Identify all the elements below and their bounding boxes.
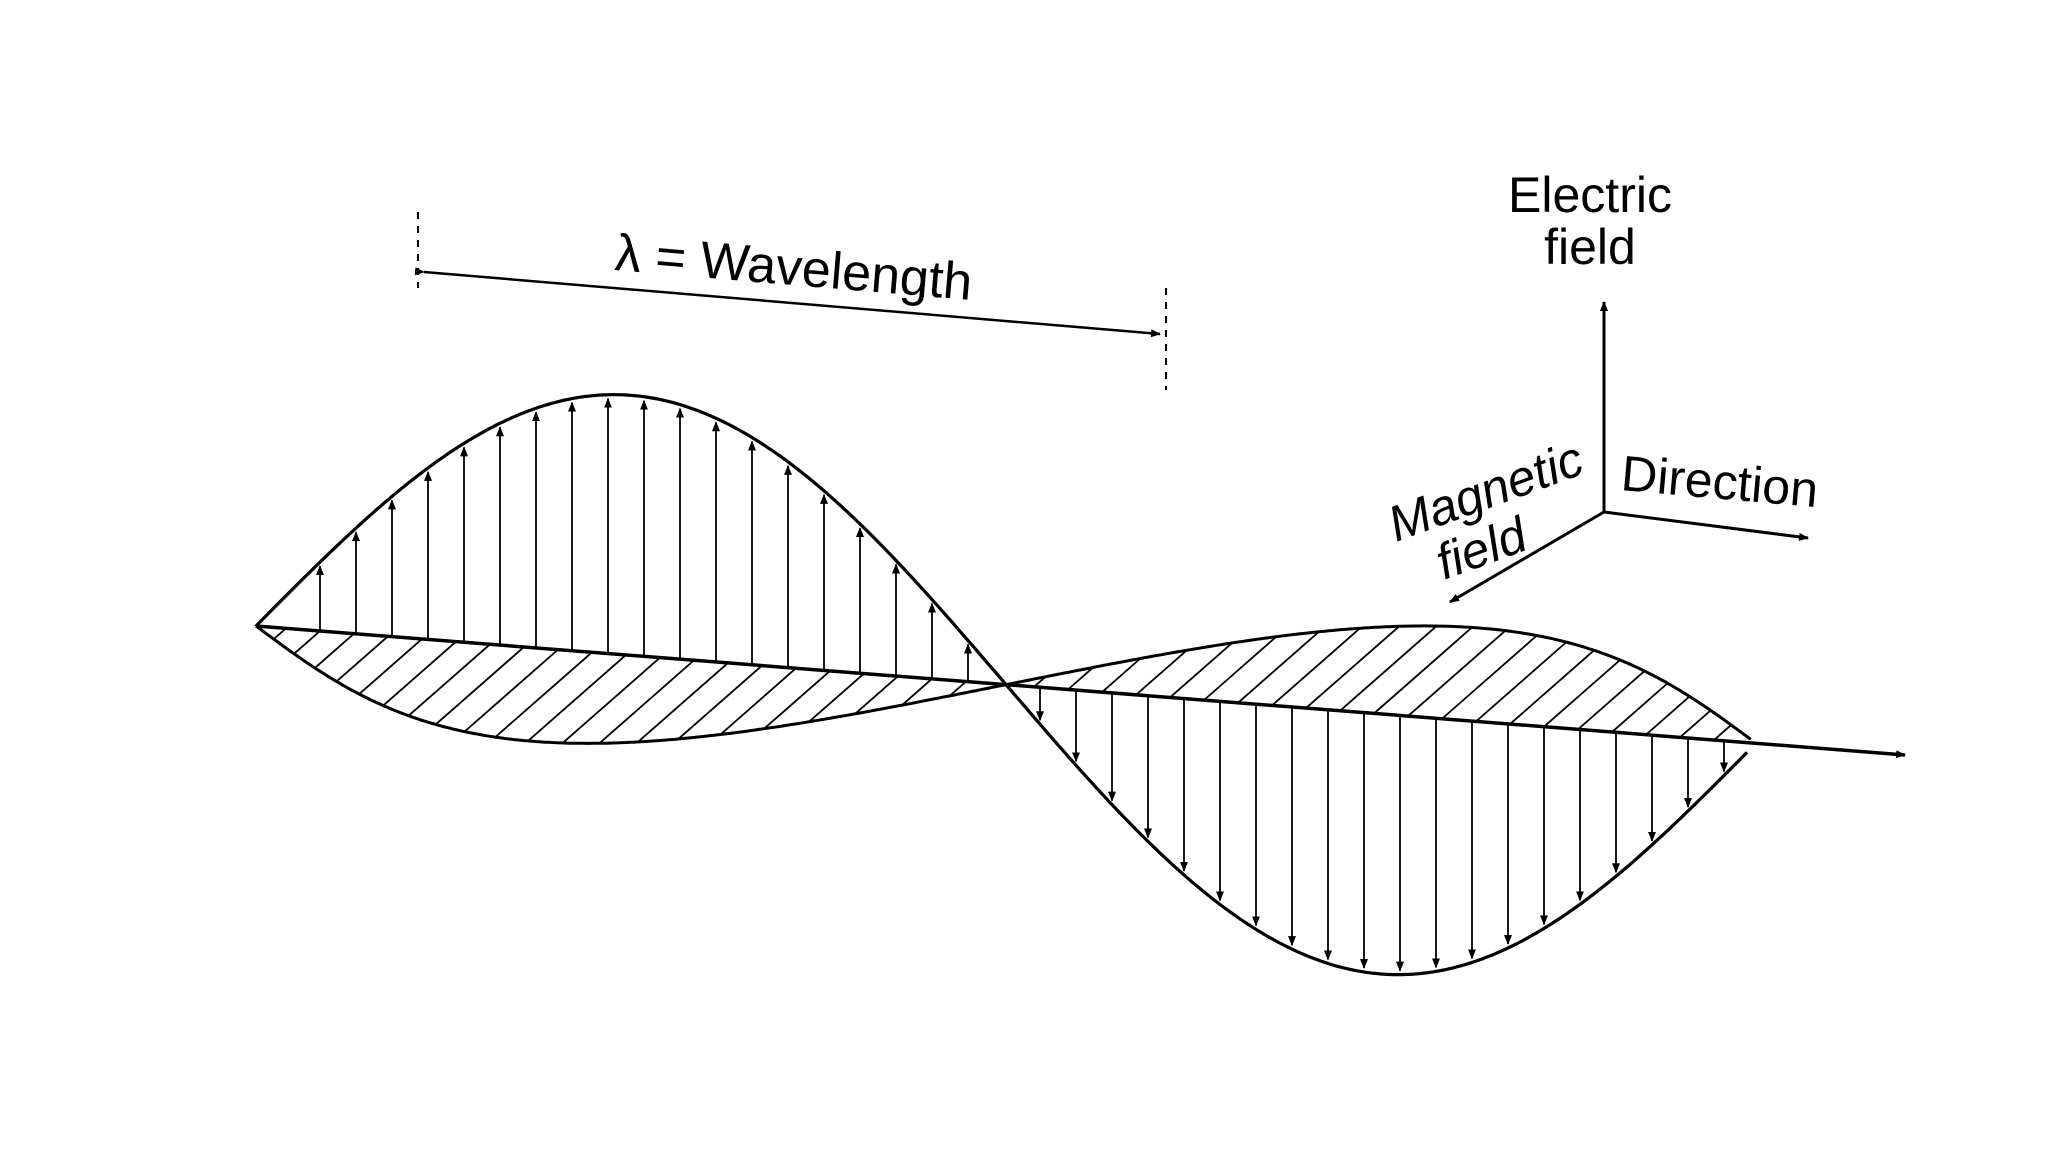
magnetic-hatch-line-38 xyxy=(1611,682,1669,733)
magnetic-hatch-line-24 xyxy=(1135,649,1188,696)
magnetic-hatch-line-12 xyxy=(598,659,695,744)
magnetic-hatch-line-28 xyxy=(1271,627,1361,707)
magnetic-hatch-line-7 xyxy=(435,646,525,726)
electric-label-line1: Electric xyxy=(1508,167,1672,223)
magnetic-hatch-line-10 xyxy=(527,654,627,742)
magnetic-hatch-line-14 xyxy=(677,664,763,740)
magnetic-field-hatching xyxy=(273,625,1732,744)
axes-legend: Electric field Direction Magnetic field xyxy=(1381,167,1820,604)
magnetic-hatch-line-16 xyxy=(763,670,831,730)
propagation-axis xyxy=(255,624,1906,759)
magnetic-hatch-line-29 xyxy=(1305,625,1400,709)
magnetic-hatch-line-32 xyxy=(1407,629,1506,717)
electric-field-wave xyxy=(254,393,1749,977)
wavelength-arrow xyxy=(414,267,1161,338)
magnetic-hatch-line-26 xyxy=(1203,636,1277,701)
propagation-axis-line xyxy=(255,624,1906,759)
magnetic-hatch-line-25 xyxy=(1169,642,1233,699)
direction-label: Direction xyxy=(1619,445,1820,518)
magnetic-hatch-line-30 xyxy=(1339,625,1438,712)
wavelength-label: λ = Wavelength xyxy=(613,224,975,312)
magnetic-hatch-line-31 xyxy=(1373,626,1473,715)
magnetic-hatch-line-5 xyxy=(382,640,457,707)
wavelength-dimension: λ = Wavelength xyxy=(414,212,1167,390)
magnetic-hatch-line-37 xyxy=(1577,670,1646,731)
electric-field-vectors xyxy=(316,397,1728,972)
direction-axis-arrow xyxy=(1603,510,1809,541)
magnetic-hatch-line-1 xyxy=(293,630,321,655)
magnetic-axis-arrow xyxy=(1449,510,1605,604)
magnetic-hatch-line-15 xyxy=(719,667,797,736)
magnetic-hatch-line-27 xyxy=(1237,631,1320,704)
magnetic-hatch-line-4 xyxy=(358,638,423,695)
magnetic-hatch-line-40 xyxy=(1679,709,1712,739)
magnetic-hatch-line-3 xyxy=(335,635,389,683)
magnetic-hatch-line-13 xyxy=(637,662,729,743)
magnetic-hatch-line-36 xyxy=(1543,659,1621,728)
magnetic-hatch-line-41 xyxy=(1713,724,1732,741)
magnetic-hatch-line-34 xyxy=(1475,641,1567,723)
electric-label-line2: field xyxy=(1544,219,1636,275)
magnetic-hatch-line-35 xyxy=(1509,649,1595,725)
magnetic-hatch-line-6 xyxy=(408,643,491,717)
magnetic-hatch-line-22 xyxy=(1067,666,1094,691)
magnetic-hatch-line-8 xyxy=(463,648,559,733)
electric-wave-curve xyxy=(254,393,1749,977)
magnetic-hatch-line-18 xyxy=(854,675,899,715)
magnetic-hatch-line-0 xyxy=(273,627,287,640)
magnetic-hatch-line-11 xyxy=(562,656,661,744)
magnetic-hatch-line-20 xyxy=(949,680,967,697)
magnetic-hatch-line-2 xyxy=(314,632,355,669)
magnetic-hatch-line-17 xyxy=(808,672,865,723)
magnetic-hatch-line-23 xyxy=(1101,657,1141,693)
magnetic-hatch-line-9 xyxy=(494,651,593,738)
magnetic-hatch-line-33 xyxy=(1441,634,1538,720)
magnetic-hatch-line-39 xyxy=(1645,695,1691,736)
magnetic-hatch-line-19 xyxy=(901,678,933,706)
